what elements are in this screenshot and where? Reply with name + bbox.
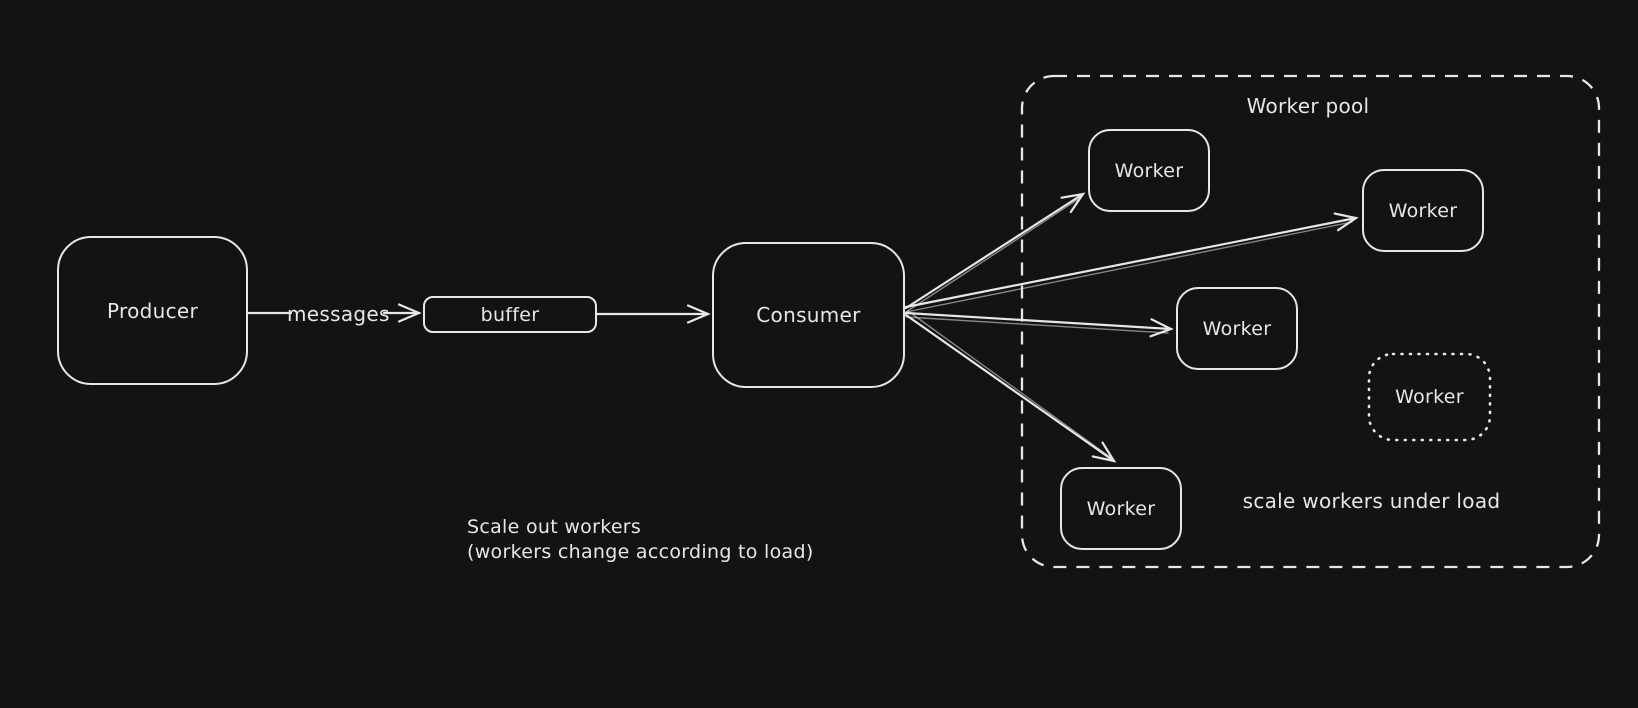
buffer-node[interactable]: buffer (423, 296, 597, 333)
worker-node-3[interactable]: Worker (1176, 287, 1298, 370)
scale-note: Scale out workers (workers change accord… (467, 515, 814, 565)
scale-note-line2: (workers change according to load) (467, 541, 814, 563)
consumer-label: Consumer (756, 303, 861, 327)
worker-node-4[interactable]: Worker (1060, 467, 1182, 550)
buffer-label: buffer (480, 303, 540, 326)
arrow-consumer-to-worker-1[interactable] (904, 192, 1086, 313)
worker-pool-caption: scale workers under load (1242, 489, 1501, 513)
worker-label: Worker (1114, 159, 1184, 182)
scale-note-line1: Scale out workers (467, 516, 642, 538)
arrow-consumer-to-worker-4[interactable] (904, 310, 1117, 463)
worker-label: Worker (1388, 199, 1458, 222)
worker-pool-title: Worker pool (1246, 94, 1370, 118)
worker-label: Worker (1086, 497, 1156, 520)
worker-node-1[interactable]: Worker (1088, 129, 1210, 212)
arrow-consumer-to-worker-3[interactable] (904, 311, 1174, 338)
worker-node-2[interactable]: Worker (1362, 169, 1484, 252)
consumer-node[interactable]: Consumer (712, 242, 905, 388)
standby-worker-label: Worker (1395, 386, 1464, 408)
producer-node[interactable]: Producer (57, 236, 248, 385)
worker-label: Worker (1202, 317, 1272, 340)
messages-edge-label: messages (287, 302, 390, 326)
standby-worker-node[interactable]: Worker (1369, 354, 1490, 440)
producer-label: Producer (106, 298, 199, 323)
